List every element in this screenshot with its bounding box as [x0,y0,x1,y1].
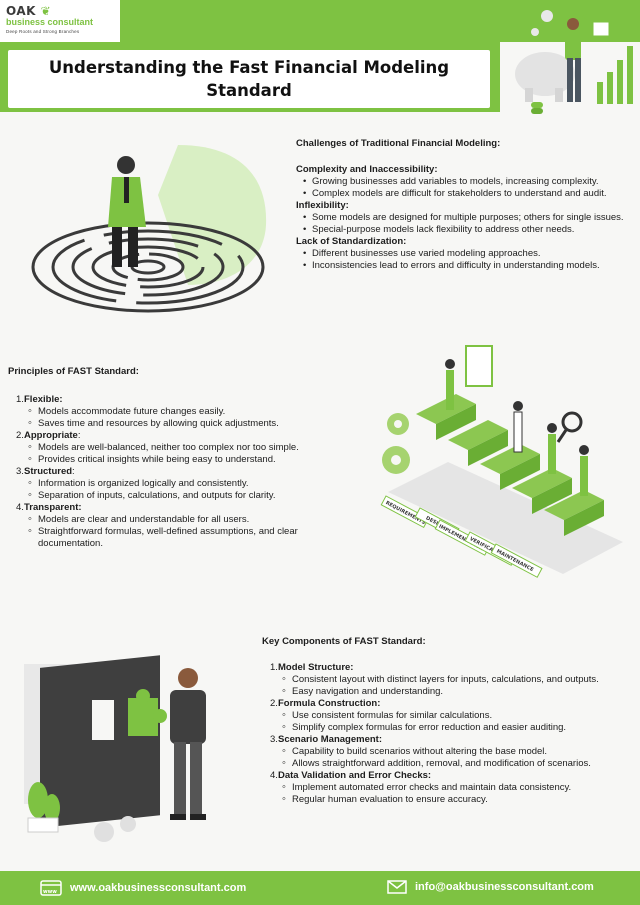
component-item: 4. Data Validation and Error Checks: Imp… [262,770,634,806]
logo-tagline: Deep Roots and Strong Branches [6,29,80,34]
list-item: Regular human evaluation to ensure accur… [282,793,634,806]
page-title: Understanding the Fast Financial Modelin… [48,58,450,100]
list-item: Provides critical insights while being e… [28,453,348,466]
item-number: 3. [270,734,278,745]
principles-section: Principles of FAST Standard: 1. Flexible… [8,366,348,550]
list-item: Information is organized logically and c… [28,477,348,490]
principle-title: Structured [24,466,73,477]
maze-illustration [31,145,267,313]
list-item: Separation of inputs, calculations, and … [28,489,348,502]
footer: www www.oakbusinessconsultant.com info@o… [0,871,640,905]
component-title: Formula Construction: [278,698,381,709]
list-item: Complex models are difficult for stakeho… [303,188,634,200]
list-item: Models are well-balanced, neither too co… [28,441,348,454]
gear-icon [94,816,136,842]
title-box: Understanding the Fast Financial Modelin… [8,50,490,108]
website-text: www.oakbusinessconsultant.com [70,882,247,894]
list-item: Easy navigation and understanding. [282,685,634,698]
principle-title: Transparent: [24,502,82,513]
principle-title: Flexible: [24,394,63,405]
plant-icon [28,782,60,822]
component-title: Scenario Management: [278,734,382,745]
list-item: Inconsistencies lead to errors and diffi… [303,260,634,272]
principle-title: Appropriate [24,430,78,441]
component-item: 2. Formula Construction: Use consistent … [262,698,634,734]
list-item: Models are clear and understandable for … [28,513,348,526]
title-suffix: : [77,430,81,441]
logo-name: business consultant [6,17,94,27]
puzzle-illustration [24,655,206,842]
component-item: 1. Model Structure: Consistent layout wi… [262,662,634,698]
challenge-group-complexity: Complexity and Inaccessibility: Growing … [296,164,634,200]
list-item: Some models are designed for multiple pu… [303,212,634,224]
list-item: Special-purpose models lack flexibility … [303,224,634,236]
component-title: Data Validation and Error Checks: [278,770,432,781]
list-item: Saves time and resources by allowing qui… [28,417,348,430]
challenges-heading: Challenges of Traditional Financial Mode… [296,138,501,149]
challenge-group-standardization: Lack of Standardization: Different busin… [296,236,634,272]
logo-oak-text: OAK ❦ [6,4,114,18]
list-item: Allows straightforward addition, removal… [282,757,634,770]
component-title: Model Structure: [278,662,354,673]
leaf-icon: ❦ [40,4,52,18]
challenge-group-title: Inflexibility: [296,200,349,211]
list-item: Capability to build scenarios without al… [282,745,634,758]
components-section: Key Components of FAST Standard: 1. Mode… [262,636,634,806]
item-number: 4. [270,770,278,781]
logo-oak-word: OAK [6,4,36,18]
components-heading: Key Components of FAST Standard: [262,636,426,647]
envelope-icon [387,880,407,894]
list-item: Different businesses use varied modeling… [303,248,634,260]
principles-heading: Principles of FAST Standard: [8,366,139,377]
principle-item: 4. Transparent: Models are clear and und… [8,502,348,550]
list-item: Simplify complex formulas for error redu… [282,721,634,734]
stairs-illustration: REQUIREMENTS DESIGN IMPLEMENTATION VERIF… [380,345,623,578]
list-item: Consistent layout with distinct layers f… [282,673,634,686]
item-number: 2. [270,698,278,709]
gear-icon [382,413,410,474]
item-number: 3. [16,466,24,477]
item-number: 1. [270,662,278,673]
businessman-piggybank-illustration: $ [515,10,633,114]
challenges-section: Challenges of Traditional Financial Mode… [296,138,634,272]
item-number: 1. [16,394,24,405]
list-item: Use consistent formulas for similar calc… [282,709,634,722]
title-suffix: : [72,466,75,477]
challenge-group-title: Complexity and Inaccessibility: [296,164,438,175]
principle-item: 3. Structured: Information is organized … [8,466,348,502]
globe-web-icon: www [40,880,62,896]
magnifier-icon [556,411,583,443]
list-item: Growing businesses add variables to mode… [303,176,634,188]
company-logo[interactable]: OAK ❦ business consultant Deep Roots and… [0,0,120,42]
email-link[interactable]: info@oakbusinessconsultant.com [387,880,594,894]
component-item: 3. Scenario Management: Capability to bu… [262,734,634,770]
list-item: Implement automated error checks and mai… [282,781,634,794]
svg-text:www: www [43,889,57,895]
item-number: 4. [16,502,24,513]
email-text: info@oakbusinessconsultant.com [415,881,594,893]
challenge-group-title: Lack of Standardization: [296,236,407,247]
principle-item: 2. Appropriate: Models are well-balanced… [8,430,348,466]
item-number: 2. [16,430,24,441]
website-link[interactable]: www www.oakbusinessconsultant.com [40,880,246,896]
list-item: Straightforward formulas, well-defined a… [28,525,348,550]
challenge-group-inflexibility: Inflexibility: Some models are designed … [296,200,634,236]
svg-text:$: $ [581,12,588,23]
list-item: Models accommodate future changes easily… [28,405,348,418]
principle-item: 1. Flexible: Models accommodate future c… [8,394,348,430]
